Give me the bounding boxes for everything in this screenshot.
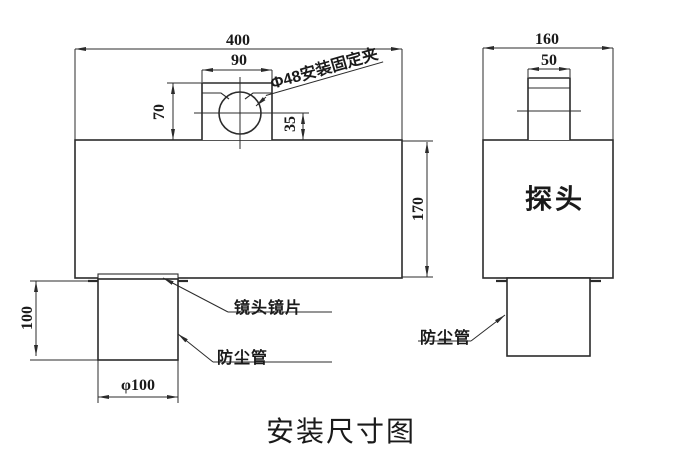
dim-90: [201, 68, 273, 82]
label-dust-tube-front: 防尘管: [217, 350, 269, 367]
dim-label-tube-height: 100: [19, 306, 36, 330]
leader-clamp-note: [255, 96, 267, 107]
leader-dust-tube-front: [177, 333, 332, 363]
label-lens: 镜头镜片: [234, 300, 303, 317]
dim-label-tube-diameter: φ100: [121, 377, 155, 394]
label-dust-tube-side: 防尘管: [420, 330, 472, 347]
dim-phi100: [97, 360, 179, 403]
dim-label-clamp-width-side: 50: [541, 52, 557, 69]
dim-label-clamp-height: 70: [151, 104, 168, 120]
leader-lens: [162, 277, 332, 313]
side-dust-tube: [506, 277, 591, 357]
dim-50: [527, 67, 571, 77]
leader-dust-tube-side: [418, 314, 506, 342]
front-dust-tube: [97, 278, 179, 361]
front-view: [30, 47, 433, 403]
dim-label-clamp-width-front: 90: [231, 52, 247, 69]
dim-170: [402, 140, 433, 278]
dim-400: [74, 47, 403, 140]
front-clamp-notch-right: [244, 92, 272, 100]
front-body-outline: [74, 139, 403, 279]
dim-160: [482, 46, 614, 140]
label-probe: 探头: [525, 184, 585, 215]
dim-label-clamp-center-offset: 35: [282, 116, 299, 132]
side-body-outline: [482, 139, 614, 279]
drawing-caption: 安装尺寸图: [265, 416, 417, 447]
side-clamp-block: [527, 77, 571, 140]
side-view: [418, 46, 614, 357]
dim-70: [167, 82, 203, 140]
dim-label-overall-width-front: 400: [226, 32, 250, 49]
dim-label-overall-width-side: 160: [535, 31, 559, 48]
dim-100: [30, 280, 98, 361]
dim-label-body-height: 170: [410, 197, 427, 221]
